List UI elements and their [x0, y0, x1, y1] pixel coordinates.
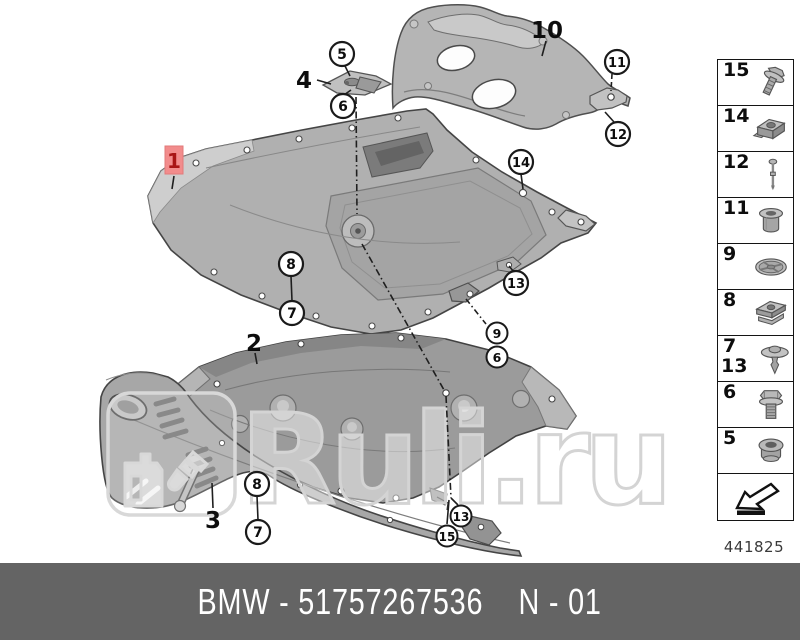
- callout-15: 15: [435, 524, 459, 548]
- svg-text:9: 9: [493, 326, 502, 341]
- cage-nut-icon: [752, 118, 786, 140]
- label-part-4: 4: [296, 68, 312, 94]
- callout-13-bottom: 13: [449, 504, 473, 528]
- svg-text:6: 6: [338, 99, 348, 115]
- watermark-spark-plug-icon: [167, 449, 210, 492]
- svg-text:5: 5: [337, 47, 347, 63]
- legend-number: 12: [723, 151, 750, 173]
- footer-brand-number: BMW - 51757267536: [197, 580, 484, 622]
- svg-text:15: 15: [439, 530, 456, 544]
- label-part-10: 10: [531, 18, 563, 44]
- legend-number: 6: [723, 381, 737, 403]
- legend-item-14: 14: [717, 105, 794, 153]
- clip-nut-icon: [755, 300, 787, 326]
- svg-text:7: 7: [287, 306, 297, 322]
- part-10-engine-cover: [391, 4, 631, 130]
- svg-text:14: 14: [512, 156, 530, 171]
- callout-12: 12: [604, 120, 632, 148]
- label-part-2: 2: [246, 331, 262, 357]
- legend-number: 7: [723, 335, 737, 357]
- callout-6-top: 6: [329, 92, 357, 120]
- callout-7-left: 7: [278, 299, 306, 327]
- legend-item-7-13: 7 13: [717, 335, 794, 383]
- legend-item-6: 6: [717, 381, 794, 429]
- watermark-oil-can-icon: [123, 452, 164, 508]
- expansion-rivet-icon: [768, 158, 778, 191]
- legend-item-8: 8: [717, 289, 794, 337]
- legend-item-9: 9: [717, 243, 794, 291]
- svg-text:11: 11: [608, 56, 626, 71]
- legend-number: 11: [723, 197, 750, 219]
- legend-number: 5: [723, 427, 737, 449]
- callout-5: 5: [328, 40, 356, 68]
- svg-text:6: 6: [493, 350, 502, 365]
- legend-item-12: 12: [717, 151, 794, 199]
- svg-text:8: 8: [252, 477, 262, 493]
- legend-number: 8: [723, 289, 737, 311]
- direction-arrow-icon: [735, 482, 780, 515]
- svg-text:7: 7: [253, 525, 263, 541]
- callout-11: 11: [603, 48, 631, 76]
- svg-text:13: 13: [453, 510, 470, 524]
- drawing-number: 441825: [723, 538, 785, 556]
- callout-9: 9: [485, 321, 509, 345]
- threaded-sleeve-icon: [758, 208, 784, 233]
- hex-bolt-icon: [758, 390, 784, 419]
- retainer-washer-icon: [755, 258, 787, 276]
- svg-text:8: 8: [286, 257, 296, 273]
- legend-item-15: 15: [717, 59, 794, 107]
- legend-item-direction: [717, 473, 794, 521]
- callout-8-left: 8: [277, 250, 305, 278]
- callout-14: 14: [507, 148, 535, 176]
- footer-bar: BMW - 51757267536 N - 01: [0, 563, 800, 640]
- callout-8-bottom: 8: [243, 470, 271, 498]
- legend-number: 15: [723, 59, 750, 81]
- label-part-3: 3: [205, 508, 221, 534]
- callout-6-mid: 6: [485, 345, 509, 369]
- label-part-1: 1: [167, 149, 181, 173]
- legend-number: 9: [723, 243, 737, 265]
- part-number-labels: 1 4 10 2 3: [164, 18, 563, 534]
- fastener-legend: 15 14 12: [717, 59, 794, 521]
- grommet-icon: [758, 438, 784, 463]
- part-1-underbody-shield: [147, 108, 598, 335]
- svg-text:12: 12: [609, 128, 627, 143]
- footer-part-number: BMW - 51757267536 N - 01: [198, 581, 602, 623]
- watermark: Ruli.ru: [106, 387, 675, 535]
- legend-item-5: 5: [717, 427, 794, 475]
- legend-item-11: 11: [717, 197, 794, 245]
- callout-13-right: 13: [502, 269, 530, 297]
- part-4-bracket: [321, 70, 393, 96]
- legend-number: 14: [723, 105, 750, 127]
- circled-callouts: 5 6 8 7 11 12 14 13 9 6 8 7 13 15: [243, 40, 632, 548]
- highlighted-part-box: [164, 145, 184, 175]
- callout-7-bottom: 7: [244, 518, 272, 546]
- footer-revision: N - 01: [518, 580, 603, 622]
- push-rivet-icon: [760, 345, 789, 375]
- leader-lines: [171, 40, 615, 525]
- legend-number-secondary: 13: [721, 355, 748, 377]
- flange-screw-icon: [762, 66, 785, 96]
- svg-text:13: 13: [507, 277, 525, 292]
